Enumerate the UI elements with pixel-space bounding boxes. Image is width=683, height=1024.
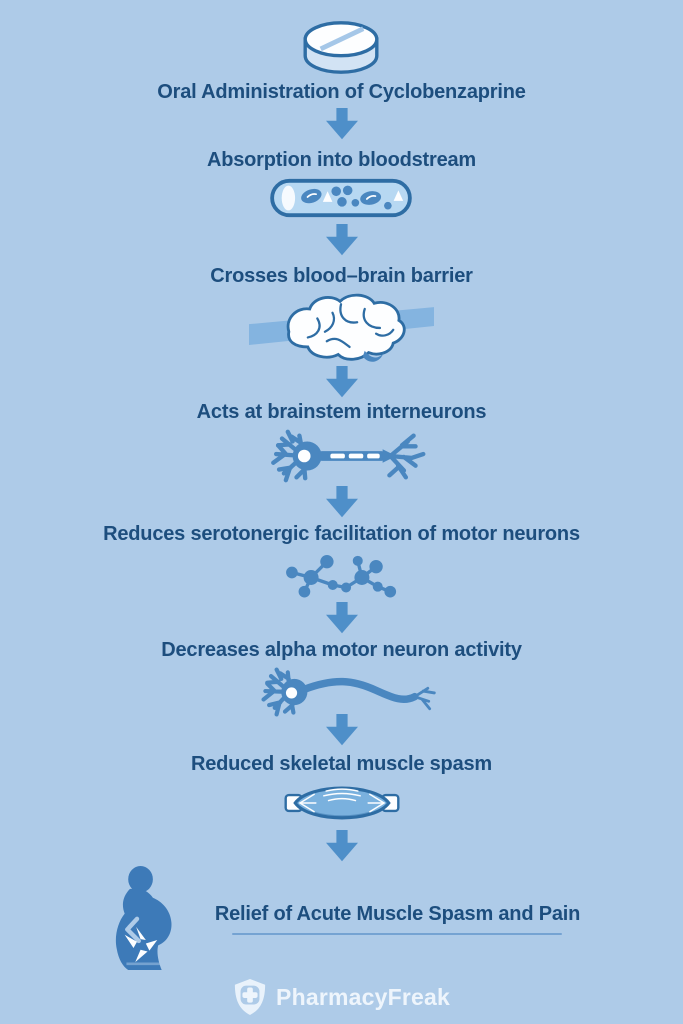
- down-arrow-icon: [321, 714, 363, 746]
- motor-neuron-icon: [261, 667, 437, 717]
- step-label: Oral Administration of Cyclobenzaprine: [157, 81, 526, 103]
- brain-icon: [249, 293, 434, 362]
- down-arrow-icon: [321, 366, 363, 398]
- step-blood-brain-barrier: Crosses blood–brain barrier: [210, 264, 473, 364]
- brand-name: PharmacyFreak: [276, 983, 450, 1010]
- step-label: Reduced skeletal muscle spasm: [190, 753, 493, 775]
- step-label: Absorption into bloodstream: [206, 149, 477, 171]
- underline-divider: [232, 932, 563, 935]
- step-label: Relief of Acute Muscle Spasm and Pain: [214, 902, 581, 925]
- interneuron-icon: [271, 429, 426, 483]
- step-alpha-motor-neuron: Decreases alpha motor neuron activity: [161, 638, 522, 720]
- down-arrow-icon: [321, 108, 363, 140]
- pill-icon: [303, 21, 379, 74]
- step-brainstem-interneurons: Acts at brainstem interneurons: [197, 400, 487, 486]
- back-pain-person-icon: [115, 866, 172, 970]
- muscle-icon: [284, 786, 399, 820]
- step-absorption: Absorption into bloodstream: [207, 148, 476, 220]
- step-reduced-muscle-spasm: Reduced skeletal muscle spasm: [191, 752, 492, 826]
- down-arrow-icon: [321, 830, 363, 862]
- blood-vessel-icon: [270, 178, 413, 218]
- step-serotonergic-facilitation: Reduces serotonergic facilitation of mot…: [103, 522, 580, 600]
- shield-cross-icon: [234, 979, 266, 1015]
- down-arrow-icon: [321, 224, 363, 256]
- step-label: Reduces serotonergic facilitation of mot…: [103, 523, 580, 545]
- step-label: Decreases alpha motor neuron activity: [161, 639, 522, 661]
- step-label: Crosses blood–brain barrier: [210, 265, 473, 287]
- brand-footer: PharmacyFreak: [233, 978, 450, 1016]
- step-label: Acts at brainstem interneurons: [196, 401, 487, 423]
- step-relief: Relief of Acute Muscle Spasm and Pain: [103, 866, 580, 970]
- down-arrow-icon: [321, 602, 363, 634]
- molecule-icon: [286, 555, 397, 598]
- down-arrow-icon: [321, 486, 363, 518]
- step-oral-administration: Oral Administration of Cyclobenzaprine: [157, 18, 526, 104]
